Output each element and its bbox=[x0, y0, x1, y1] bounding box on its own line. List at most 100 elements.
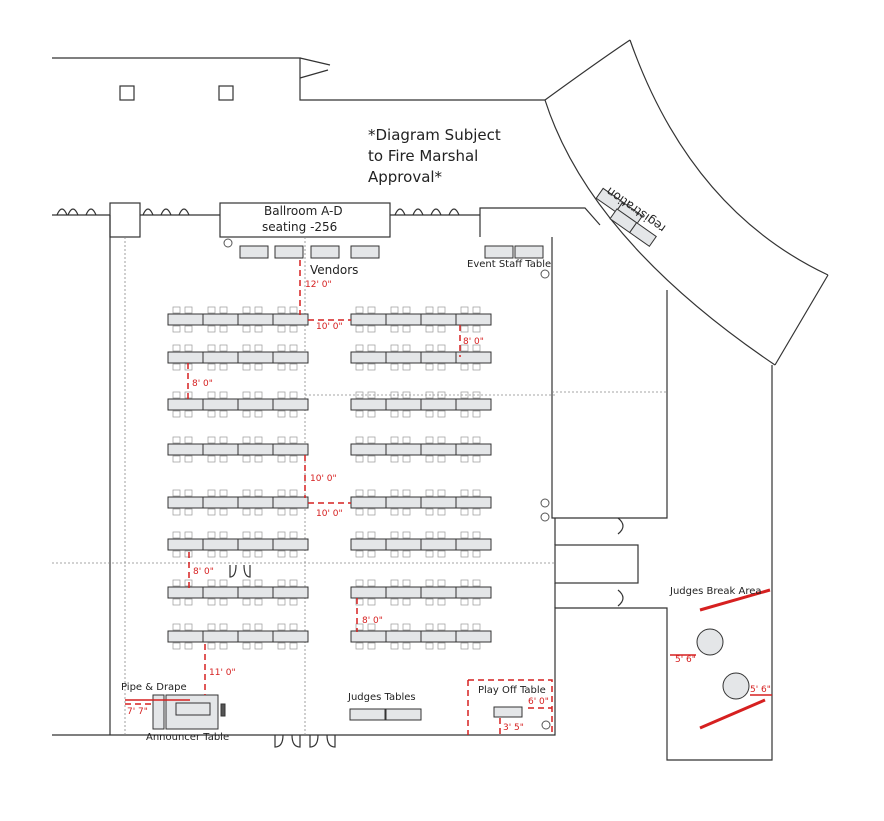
banquet-table bbox=[455, 351, 492, 364]
chair bbox=[425, 436, 434, 444]
chair bbox=[242, 436, 251, 444]
chair bbox=[437, 391, 446, 399]
chair bbox=[367, 410, 376, 418]
chair bbox=[184, 598, 193, 606]
chair bbox=[437, 489, 446, 497]
chair bbox=[472, 623, 481, 631]
chair bbox=[460, 306, 469, 314]
banquet-table bbox=[385, 630, 422, 643]
chair bbox=[254, 436, 263, 444]
chair bbox=[277, 455, 286, 463]
chair bbox=[242, 623, 251, 631]
chair bbox=[472, 508, 481, 516]
banquet-table bbox=[455, 443, 492, 456]
banquet-table bbox=[167, 538, 204, 551]
chair bbox=[390, 623, 399, 631]
note-line: Approval* bbox=[368, 168, 443, 186]
chair bbox=[289, 344, 298, 352]
chair bbox=[254, 642, 263, 650]
chair bbox=[172, 550, 181, 558]
chair bbox=[425, 455, 434, 463]
chair bbox=[289, 436, 298, 444]
chair bbox=[277, 579, 286, 587]
chair bbox=[425, 642, 434, 650]
chair bbox=[289, 550, 298, 558]
chair bbox=[472, 642, 481, 650]
banquet-table bbox=[385, 538, 422, 551]
chair bbox=[184, 642, 193, 650]
chair bbox=[402, 531, 411, 539]
chair bbox=[207, 531, 216, 539]
chair bbox=[254, 531, 263, 539]
banquet-table bbox=[385, 351, 422, 364]
banquet-table bbox=[455, 586, 492, 599]
chair bbox=[242, 363, 251, 371]
chair bbox=[355, 306, 364, 314]
chair bbox=[367, 489, 376, 497]
banquet-table bbox=[167, 398, 204, 411]
chair bbox=[289, 531, 298, 539]
banquet-table bbox=[420, 313, 457, 326]
chair bbox=[172, 489, 181, 497]
chair bbox=[355, 623, 364, 631]
chair bbox=[172, 579, 181, 587]
chair bbox=[254, 623, 263, 631]
chair bbox=[390, 489, 399, 497]
chair bbox=[355, 579, 364, 587]
chair bbox=[367, 531, 376, 539]
chair bbox=[402, 455, 411, 463]
chair bbox=[367, 455, 376, 463]
chair bbox=[402, 489, 411, 497]
chair bbox=[367, 325, 376, 333]
dimension-label: 10' 0" bbox=[316, 322, 343, 332]
partition-lines bbox=[52, 237, 667, 735]
banquet-table bbox=[385, 496, 422, 509]
banquet-table bbox=[455, 538, 492, 551]
chair bbox=[472, 344, 481, 352]
chair bbox=[254, 363, 263, 371]
chair bbox=[425, 550, 434, 558]
chair bbox=[277, 623, 286, 631]
chair bbox=[355, 391, 364, 399]
banquet-table bbox=[385, 586, 422, 599]
chair bbox=[254, 489, 263, 497]
chair bbox=[390, 455, 399, 463]
chair bbox=[402, 306, 411, 314]
chair bbox=[472, 325, 481, 333]
chair bbox=[219, 325, 228, 333]
chair bbox=[402, 391, 411, 399]
chair bbox=[355, 598, 364, 606]
chair bbox=[472, 410, 481, 418]
chair bbox=[402, 410, 411, 418]
chair bbox=[402, 436, 411, 444]
event-staff-table bbox=[484, 245, 514, 259]
vendor-table bbox=[310, 245, 340, 259]
chair bbox=[184, 306, 193, 314]
chair bbox=[390, 325, 399, 333]
chair bbox=[402, 579, 411, 587]
banquet-table bbox=[272, 351, 309, 364]
chair bbox=[277, 325, 286, 333]
chair bbox=[184, 489, 193, 497]
chair bbox=[254, 550, 263, 558]
chair bbox=[425, 531, 434, 539]
chair bbox=[242, 642, 251, 650]
chair bbox=[425, 325, 434, 333]
event-staff-table bbox=[514, 245, 544, 259]
chair bbox=[460, 623, 469, 631]
chair bbox=[437, 642, 446, 650]
banquet-table bbox=[455, 630, 492, 643]
chair bbox=[242, 598, 251, 606]
chair bbox=[219, 531, 228, 539]
judges-table bbox=[349, 708, 386, 721]
chair bbox=[207, 410, 216, 418]
banquet-table bbox=[202, 313, 239, 326]
fire-extinguishers bbox=[223, 238, 551, 730]
banquet-table bbox=[350, 443, 387, 456]
chair bbox=[219, 598, 228, 606]
chair bbox=[472, 598, 481, 606]
play-off-label: Play Off Table bbox=[478, 685, 546, 696]
banquet-table bbox=[272, 630, 309, 643]
chair bbox=[172, 306, 181, 314]
note-line: *Diagram Subject bbox=[368, 126, 501, 144]
